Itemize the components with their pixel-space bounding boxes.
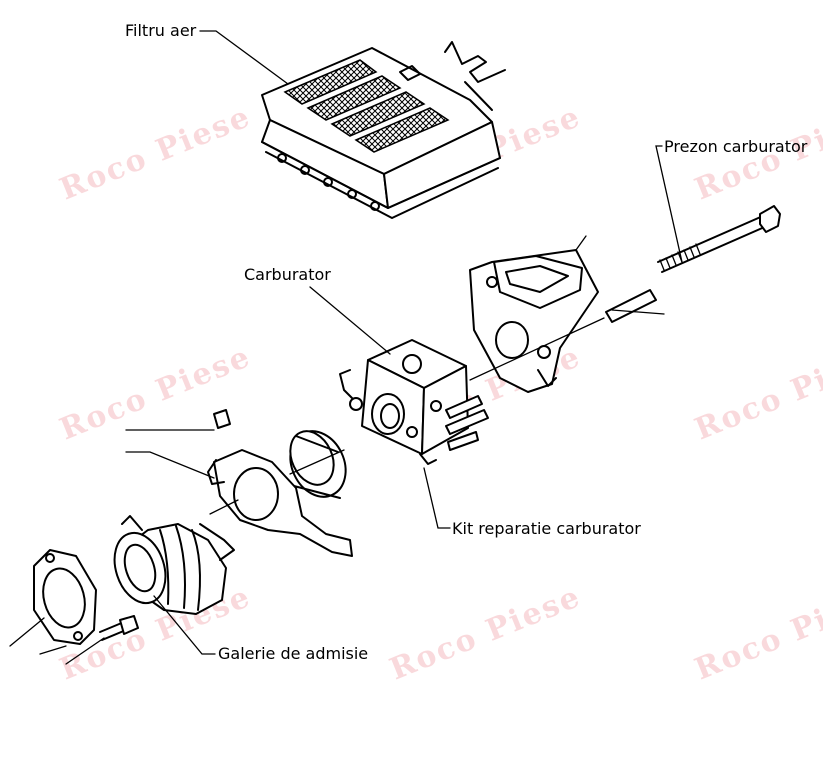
leader-lines (9, 30, 683, 665)
ring-seal-drawing (289, 430, 347, 499)
assembly-axis (209, 317, 605, 515)
label-carburetor-stud: Prezon carburator (664, 137, 808, 156)
label-intake-manifold: Galerie de admisie (218, 644, 369, 663)
label-carburetor: Carburator (244, 265, 331, 284)
carburetor-drawing (339, 339, 489, 465)
carburetor-stud-drawing (605, 205, 781, 323)
screw-drawing (99, 615, 139, 641)
carb-adapter-drawing (469, 235, 599, 393)
air-filter-drawing (261, 41, 506, 219)
label-air-filter: Filtru aer (125, 21, 197, 40)
intake-flange-drawing (207, 409, 353, 557)
gasket-drawing (33, 549, 97, 645)
label-repair-kit: Kit reparatie carburator (452, 519, 641, 538)
intake-manifold-drawing (113, 515, 235, 615)
